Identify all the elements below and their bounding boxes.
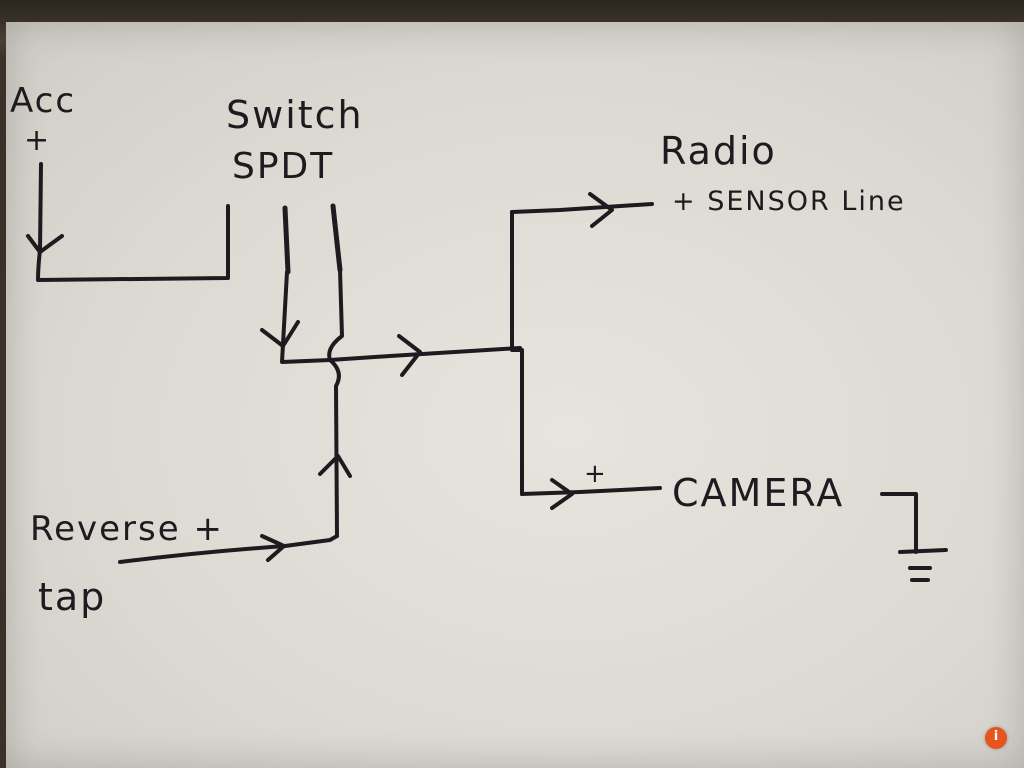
radio-label: Radio bbox=[660, 129, 777, 173]
switch-terminal-left bbox=[282, 205, 291, 275]
reverse-riser-arrow-icon bbox=[318, 454, 352, 478]
acc-arrow-icon bbox=[26, 234, 64, 254]
camera-label: CAMERA bbox=[672, 471, 844, 515]
acc-wire bbox=[36, 162, 230, 282]
reverse-label: Reverse + bbox=[30, 509, 224, 549]
camera-arrow-icon bbox=[550, 478, 574, 510]
output-wire bbox=[328, 346, 522, 362]
camera-ground-wire bbox=[880, 492, 918, 554]
reverse-arrow-icon bbox=[260, 534, 286, 562]
switch-common-arrow-icon bbox=[260, 320, 300, 348]
switch-common-wire bbox=[280, 270, 332, 364]
ground-symbol-icon bbox=[898, 548, 948, 582]
camera-polarity-label: + bbox=[584, 459, 608, 489]
info-badge-icon[interactable]: i bbox=[985, 727, 1007, 749]
output-arrow-icon bbox=[397, 334, 422, 377]
switch-label: Switch bbox=[226, 93, 364, 137]
radio-sensor-label: + SENSOR Line bbox=[672, 186, 906, 217]
radio-wire bbox=[510, 202, 654, 214]
switch-terminal-right bbox=[330, 203, 343, 273]
tap-label: tap bbox=[38, 575, 106, 619]
camera-wire bbox=[520, 486, 662, 496]
radio-arrow-icon bbox=[588, 192, 614, 228]
switch-type-label: SPDT bbox=[232, 146, 334, 187]
junction-bus-wire bbox=[510, 210, 524, 496]
acc-polarity-label: + bbox=[24, 123, 51, 158]
paper-sheet bbox=[6, 22, 1024, 768]
reverse-riser-wire bbox=[327, 268, 344, 538]
acc-label: Acc bbox=[10, 81, 76, 121]
